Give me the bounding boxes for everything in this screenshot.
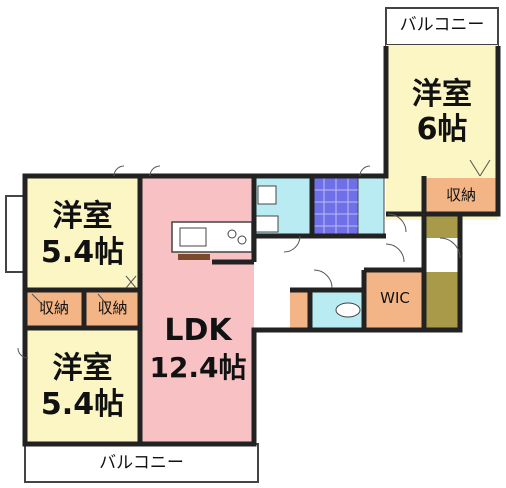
kitchen-shelf <box>178 254 210 260</box>
corridor-storage <box>290 292 310 328</box>
shoe-box-upper <box>426 214 460 238</box>
storage-right-area <box>424 178 498 214</box>
door-swings <box>17 159 491 359</box>
bathtub <box>357 177 385 235</box>
bath-tiles <box>312 178 358 234</box>
shoe-box-lower <box>426 272 460 328</box>
storage-left-b-area <box>85 290 140 328</box>
ldk-size: 12.4帖 <box>149 351 247 384</box>
western-room-left-bottom-size: 5.4帖 <box>40 387 125 422</box>
western-room-top-right-size: 6帖 <box>416 112 468 147</box>
western-room-left-bottom-area <box>25 330 140 444</box>
ldk-name: LDK <box>164 313 232 348</box>
washing-machine <box>255 215 279 233</box>
storage-left-a-label: 収納 <box>38 299 69 317</box>
stove-burner <box>227 229 237 239</box>
stove-burner <box>237 235 247 245</box>
kitchen-sink <box>179 227 207 247</box>
balcony-top-label: バルコニー <box>399 15 485 35</box>
balcony-bottom-area <box>24 443 259 483</box>
storage-left-b-label: 収納 <box>97 299 128 317</box>
wic-area <box>366 272 424 328</box>
ldk-area <box>142 178 254 442</box>
washbasin <box>257 185 277 205</box>
walls <box>22 46 501 447</box>
western-room-left-top-area <box>25 178 140 290</box>
bath-area <box>312 178 358 234</box>
western-room-top-right-name: 洋室 <box>412 77 472 112</box>
western-room-left-top-size: 5.4帖 <box>40 235 125 270</box>
storage-right-label: 収納 <box>445 186 476 204</box>
western-room-left-top-name: 洋室 <box>52 199 113 234</box>
toilet-fixture <box>335 302 361 318</box>
balcony-top-area <box>385 7 499 46</box>
balcony-bottom-label: バルコニー <box>99 453 184 473</box>
wic-label: WIC <box>380 289 410 307</box>
bay-window <box>5 195 25 273</box>
western-room-left-bottom-name: 洋室 <box>52 351 113 386</box>
